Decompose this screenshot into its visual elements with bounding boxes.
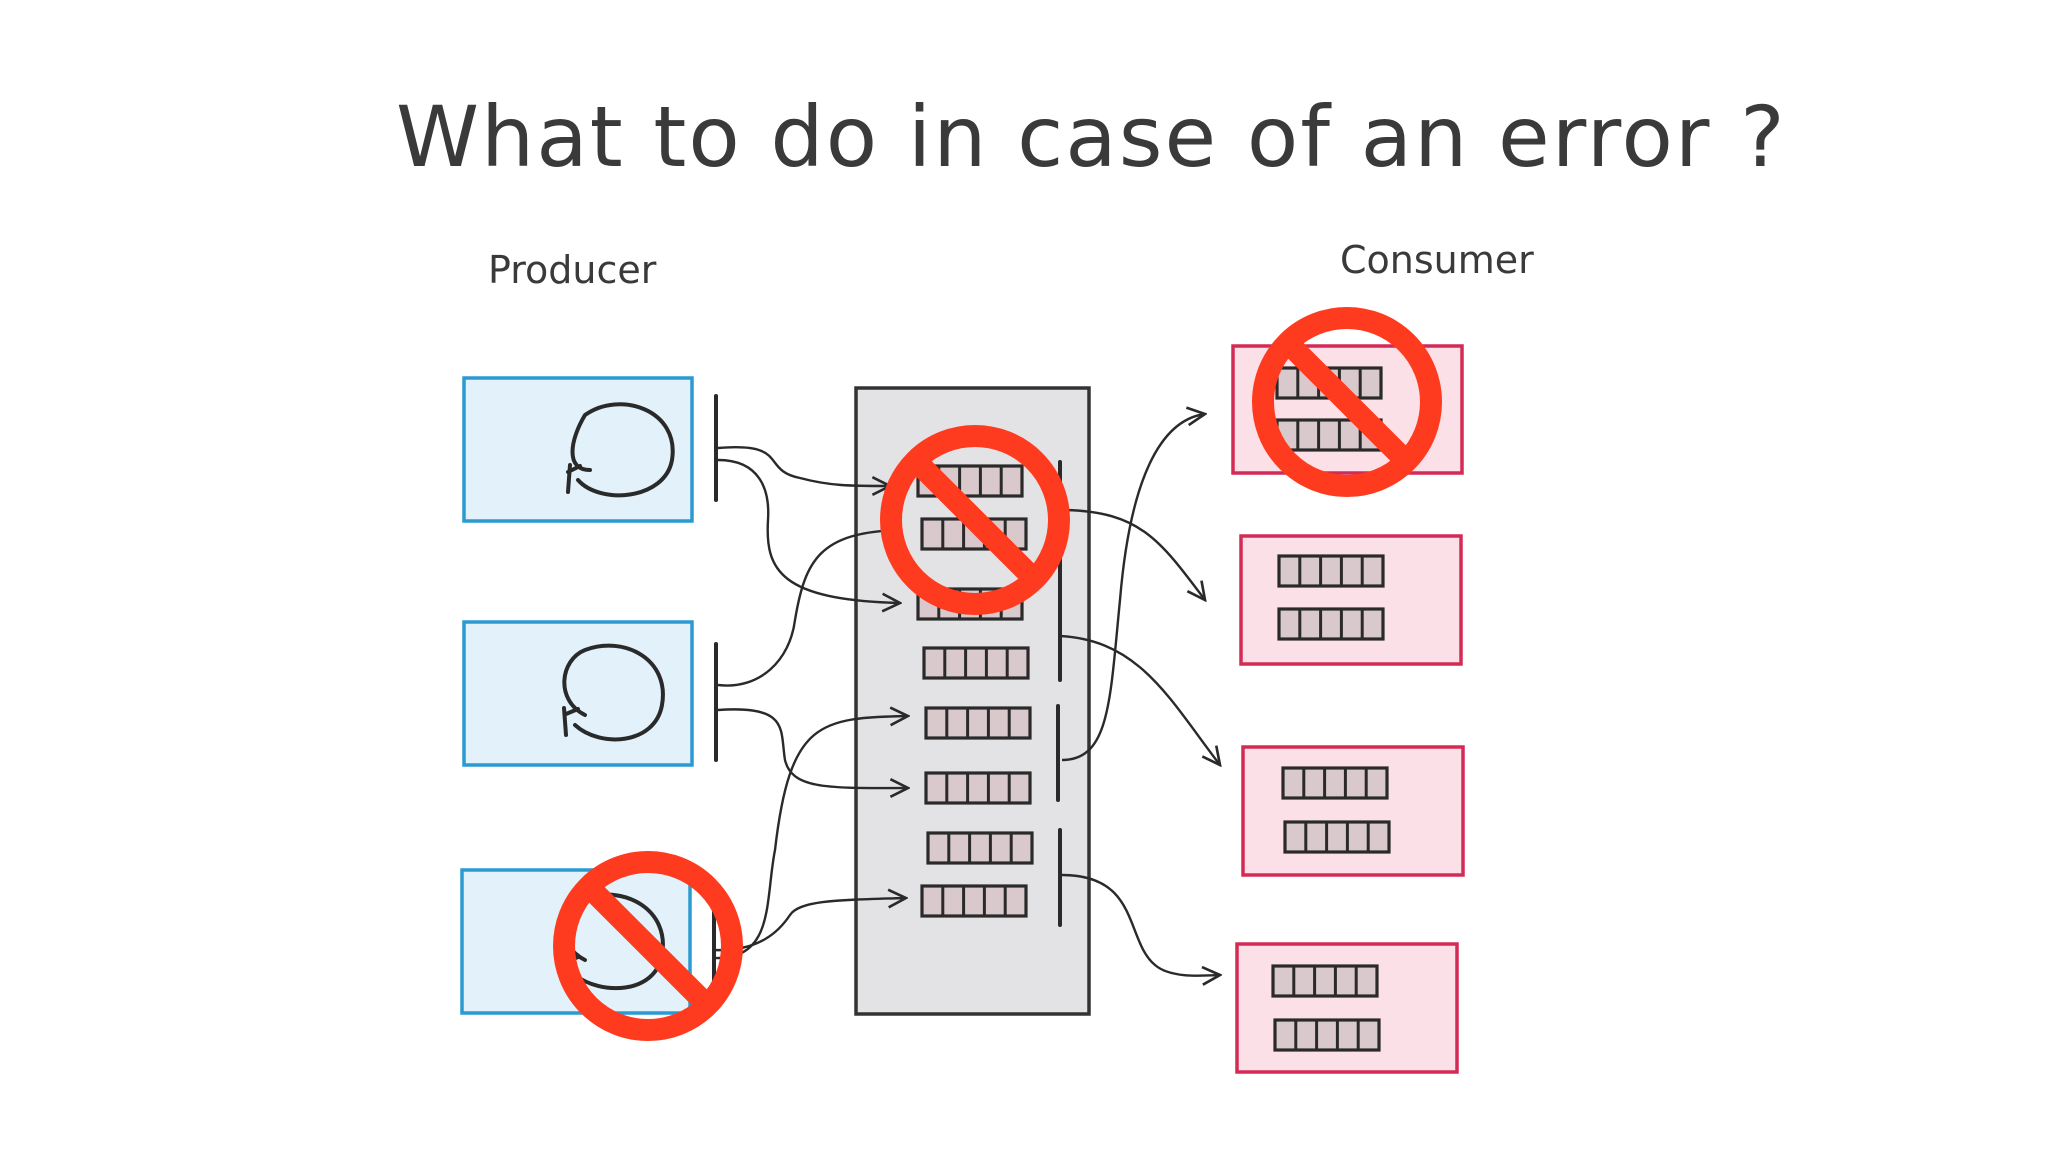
producer-box-2	[462, 620, 718, 767]
message-batch-frame	[924, 706, 1032, 740]
arrow	[717, 458, 900, 603]
consumer-box-3	[1241, 745, 1465, 877]
message-batch-frame	[1277, 607, 1385, 641]
no-sign-ring	[880, 425, 1070, 615]
message-batch-frame	[1277, 554, 1385, 588]
message-batch-frame	[920, 884, 1028, 918]
arrow	[717, 708, 908, 788]
arrow	[713, 716, 908, 960]
message-batch	[1273, 1018, 1381, 1052]
no-sign-slash	[907, 452, 1043, 588]
message-batch	[1283, 820, 1391, 854]
diagram-title: What to do in case of an error ?	[396, 88, 1787, 186]
message-batch	[1271, 964, 1379, 998]
consumer-box-2	[1239, 534, 1463, 666]
arrow	[1059, 634, 1220, 765]
message-batch-frame	[926, 831, 1034, 865]
arrow	[1061, 873, 1220, 976]
consumer-error-no-sign-icon	[1252, 307, 1442, 497]
arrow	[717, 445, 890, 486]
partition-4	[922, 646, 1030, 680]
message-batch	[1281, 766, 1389, 800]
producer-label: Producer	[488, 248, 657, 292]
producer-error-no-sign-icon	[553, 851, 743, 1041]
broker-error-no-sign-icon	[880, 425, 1070, 615]
no-sign-ring	[1252, 307, 1442, 497]
message-batch	[1277, 607, 1385, 641]
arrow	[713, 898, 906, 952]
no-sign-ring	[553, 851, 743, 1041]
message-batch	[1277, 554, 1385, 588]
broker-to-consumer-arrows	[1059, 414, 1220, 976]
partition-7	[926, 831, 1034, 865]
partition-5	[924, 706, 1032, 740]
arrow	[717, 528, 901, 687]
consumer-box-4	[1235, 942, 1459, 1074]
message-batch-frame	[1271, 964, 1379, 998]
partition-8	[920, 884, 1028, 918]
no-sign-slash	[580, 878, 716, 1014]
partition-6	[924, 771, 1032, 805]
message-batch-frame	[1283, 820, 1391, 854]
message-batch-frame	[922, 646, 1030, 680]
producer-to-broker-arrows	[713, 445, 908, 960]
consumer-label: Consumer	[1340, 238, 1534, 282]
message-batch-frame	[1273, 1018, 1381, 1052]
producer-box-1	[462, 376, 718, 523]
message-batch-frame	[924, 771, 1032, 805]
arrow	[1061, 414, 1205, 762]
arrow	[1065, 508, 1205, 600]
no-sign-slash	[1279, 334, 1415, 470]
message-batch-frame	[1281, 766, 1389, 800]
